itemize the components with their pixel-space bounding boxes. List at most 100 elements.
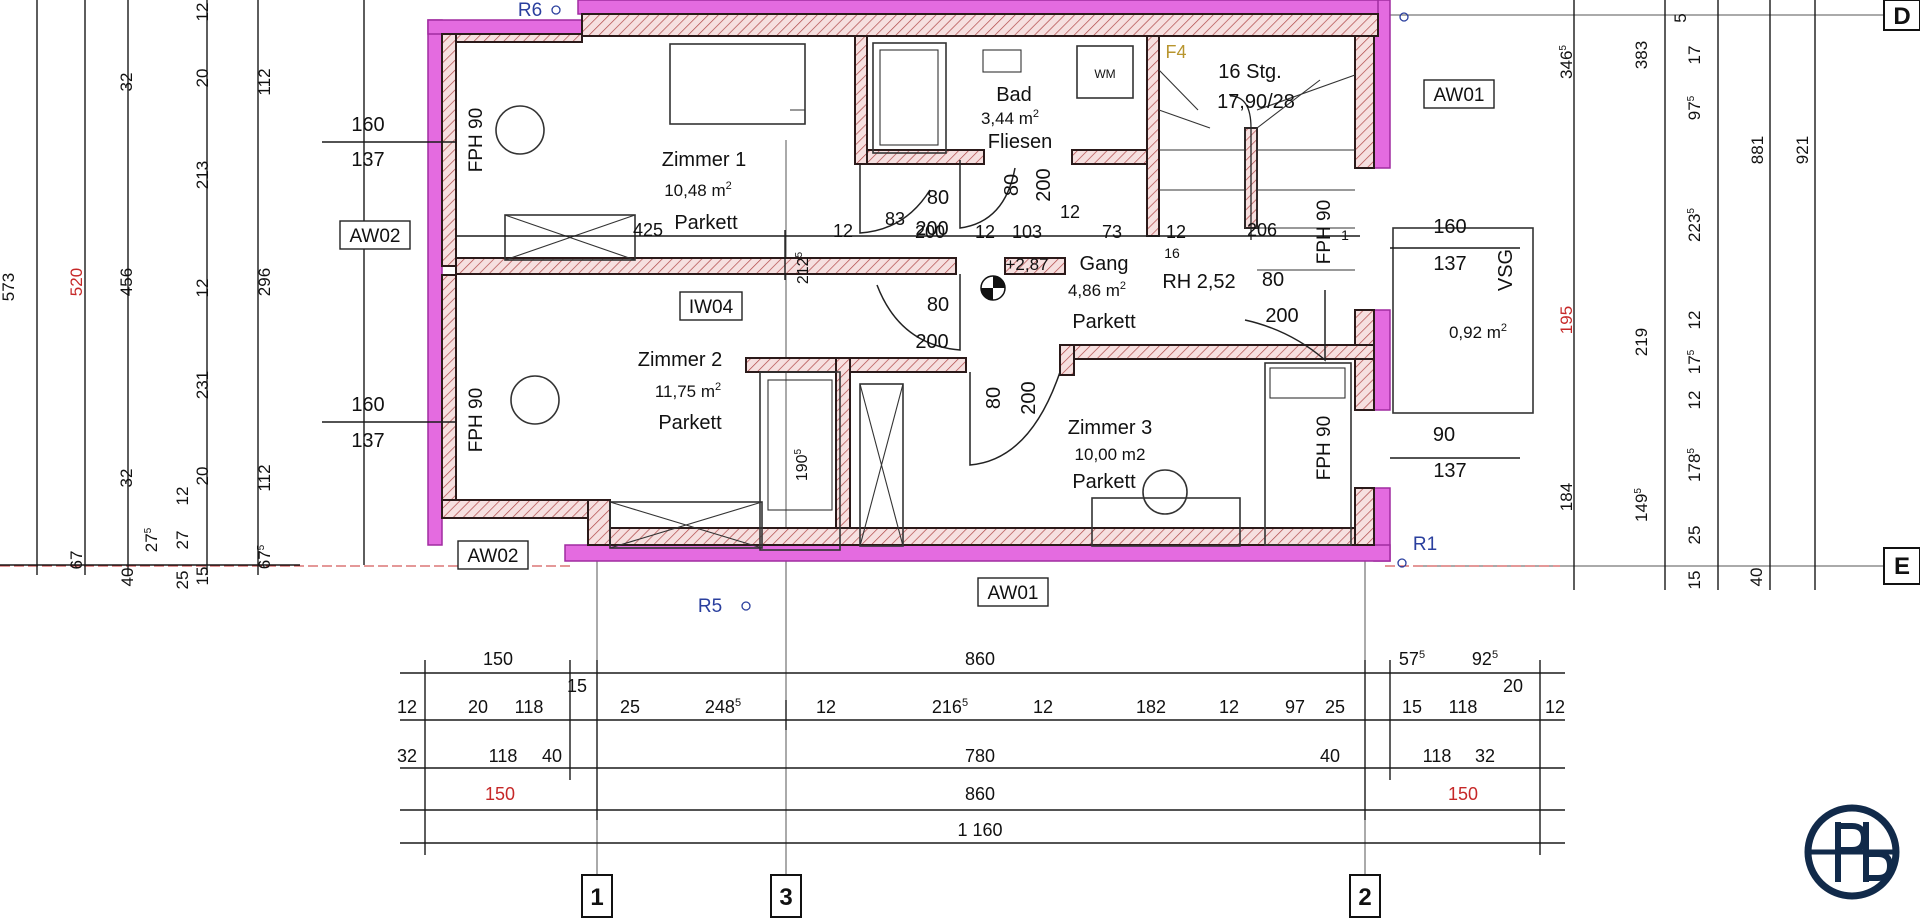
- zimmer2-name: Zimmer 2: [638, 349, 722, 371]
- opening-labels: 160 137 160 137 160 137 90 137 80 200 80…: [351, 114, 1466, 482]
- dim-b3-780: 780: [965, 746, 995, 766]
- door2-height: 200: [915, 331, 948, 353]
- interior-dims: 425 12 83 200 12 103 12 73 12 206 1 16 2…: [633, 202, 1349, 481]
- vsg-name: VSG: [1495, 249, 1517, 291]
- dim-1: 1: [1341, 227, 1349, 243]
- gang-name: Gang: [1080, 253, 1129, 275]
- dim-b2-12a: 12: [397, 697, 417, 717]
- dim-r-383: 383: [1632, 41, 1651, 69]
- dim-r-178: 1785: [1685, 448, 1704, 482]
- dim-b2-12e: 12: [1545, 697, 1565, 717]
- dim-b2-216: 2165: [932, 697, 968, 717]
- zimmer1-floor: Parkett: [674, 212, 738, 234]
- axis-lines: [0, 14, 1900, 880]
- window1-sill: 137: [351, 149, 384, 171]
- tag-fph-1: FPH 90: [466, 108, 487, 172]
- interior-dim-line: [456, 230, 1360, 280]
- dim-b2-97: 97: [1285, 697, 1305, 717]
- dim-425: 425: [633, 220, 663, 240]
- dim-b4-150b: 150: [1448, 784, 1478, 804]
- dim-b1-92: 925: [1472, 649, 1498, 669]
- dim-b3-118b: 118: [1423, 746, 1452, 766]
- dim-r-881: 881: [1748, 136, 1767, 164]
- dim-b3-32a: 32: [397, 746, 417, 766]
- r-top-marker-icon: [1399, 12, 1409, 22]
- right-dim-columns: [1573, 0, 1816, 590]
- dim-b1-150: 150: [483, 649, 513, 669]
- dim-c3-12b: 12: [193, 279, 212, 298]
- bad-floor: Fliesen: [988, 131, 1052, 153]
- dim-r-25: 25: [1685, 526, 1704, 545]
- dim-b3-40b: 40: [1320, 746, 1340, 766]
- window3-sill: 137: [1433, 253, 1466, 275]
- dim-b5-total: 1 160: [957, 820, 1002, 840]
- window1-width: 160: [351, 114, 384, 136]
- dim-c4-67: 675: [255, 544, 274, 569]
- door3-height: 200: [1018, 381, 1040, 414]
- dim-c3-15: 15: [193, 567, 212, 586]
- dim-103: 103: [1012, 222, 1042, 242]
- dim-c3-12: 12: [193, 3, 212, 22]
- dim-b2-248: 2485: [705, 697, 741, 717]
- dim-c3-20a: 20: [193, 69, 212, 88]
- dim-r-17b: 175: [1685, 349, 1704, 374]
- door-bad-width: 80: [1001, 174, 1023, 196]
- axis-labels: 1 3 2 D E: [581, 0, 1920, 918]
- dim-b2-20: 20: [468, 697, 488, 717]
- right-dims: 3465 195 184 383 219 1495 5 17 975 2235 …: [1557, 13, 1812, 589]
- axis-3-label: 3: [779, 884, 792, 911]
- zimmer1-area: 10,48 m2: [664, 180, 732, 200]
- level-marker: [980, 275, 1006, 301]
- dim-12a: 12: [833, 221, 853, 241]
- dim-b2-15: 15: [1402, 697, 1422, 717]
- left-dims: 573 520 32 456 32 67 40 12 20 213 12 231…: [0, 3, 274, 590]
- bottom-dims: 150 15 860 575 925 20 12 20 118 25 2485 …: [397, 649, 1565, 840]
- tag-r6: R6: [518, 0, 542, 21]
- dim-b3-32b: 32: [1475, 746, 1495, 766]
- dim-b2-25a: 25: [620, 697, 640, 717]
- dim-b1-57: 575: [1399, 649, 1425, 669]
- dim-c2-456: 456: [117, 268, 136, 296]
- dim-b1-860: 860: [965, 649, 995, 669]
- dim-12b: 12: [975, 222, 995, 242]
- door2-width: 80: [927, 294, 949, 316]
- dim-r-184: 184: [1557, 483, 1576, 511]
- door3-width: 80: [983, 387, 1005, 409]
- dim-206: 206: [1247, 220, 1277, 240]
- axis-e-label: E: [1894, 553, 1910, 580]
- dim-r-149: 1495: [1632, 488, 1651, 522]
- axis-d-label: D: [1893, 3, 1910, 30]
- dim-200: 200: [915, 222, 945, 242]
- room-labels: Zimmer 1 10,48 m2 Parkett Bad 3,44 m2 Fl…: [638, 61, 1517, 493]
- zimmer2-area: 11,75 m2: [655, 381, 721, 401]
- dim-r-195: 195: [1557, 306, 1576, 334]
- dim-c3-231: 231: [193, 371, 212, 399]
- dim-573: 573: [0, 273, 18, 301]
- window2-sill: 137: [351, 430, 384, 452]
- dim-212: 2125: [794, 251, 812, 284]
- bad-name: Bad: [996, 84, 1032, 106]
- dim-c4-112a: 112: [255, 68, 274, 95]
- gang-level: +2,87: [1005, 255, 1048, 274]
- dim-b3-40a: 40: [542, 746, 562, 766]
- stair-name: 16 Stg.: [1218, 61, 1281, 83]
- dim-16: 16: [1164, 245, 1180, 261]
- dim-b1-20: 20: [1503, 676, 1523, 696]
- dim-c2-32b: 32: [117, 469, 136, 488]
- dim-12c: 12: [1060, 202, 1080, 222]
- axis-1-label: 1: [590, 884, 603, 911]
- r6-marker-icon: [551, 5, 561, 15]
- tag-fph-2: FPH 90: [466, 388, 487, 452]
- window3-width: 160: [1433, 216, 1466, 238]
- window4-width: 90: [1433, 424, 1455, 446]
- dim-c3b-27: 275: [142, 527, 161, 552]
- door1-width: 80: [927, 187, 949, 209]
- tag-r1: R1: [1413, 534, 1437, 555]
- tag-aw01-top: AW01: [1433, 85, 1484, 106]
- zimmer3-floor: Parkett: [1072, 471, 1136, 493]
- dim-b2-12b: 12: [816, 697, 836, 717]
- dim-b4-150a: 150: [485, 784, 515, 804]
- dim-r-921: 921: [1793, 136, 1812, 164]
- doors: [859, 160, 1326, 466]
